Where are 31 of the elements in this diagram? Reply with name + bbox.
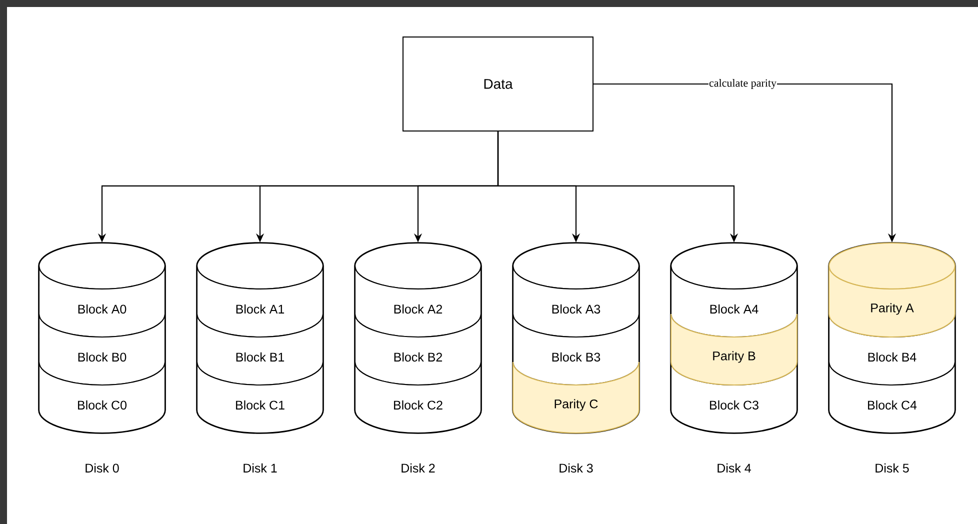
disk-cylinder bbox=[828, 242, 956, 434]
disk-label: Disk 5 bbox=[876, 463, 909, 473]
disk-segment: Block C2 bbox=[354, 362, 482, 434]
disk-segment: Parity A bbox=[828, 265, 956, 338]
disk-segment: Parity B bbox=[670, 313, 798, 386]
disk-cylinder bbox=[670, 242, 798, 434]
disk-cylinder bbox=[354, 242, 482, 434]
disk-segment: Block A3 bbox=[512, 265, 640, 338]
disk-segment: Block A1 bbox=[196, 265, 324, 338]
disk-segment: Block C1 bbox=[196, 362, 324, 434]
disk-label: Disk 4 bbox=[718, 463, 751, 473]
process-box: Data bbox=[402, 36, 594, 132]
disk-segment: Block B1 bbox=[196, 313, 324, 386]
disk-cylinder bbox=[38, 242, 166, 434]
disk-segment: Parity C bbox=[512, 362, 640, 434]
disk-segment: Block B2 bbox=[354, 313, 482, 386]
disk-segment: Block B0 bbox=[38, 313, 166, 386]
disk-label: Disk 2 bbox=[402, 463, 435, 473]
disk-label: Disk 0 bbox=[86, 463, 119, 473]
disk-label: Disk 1 bbox=[244, 463, 277, 473]
disk-cylinder bbox=[512, 242, 640, 434]
disk-segment: Block A0 bbox=[38, 265, 166, 338]
edge-label: calculate parity bbox=[709, 79, 776, 89]
disk-segment: Block C4 bbox=[828, 362, 956, 434]
disk-label: Disk 3 bbox=[560, 463, 593, 473]
disk-segment: Block C0 bbox=[38, 362, 166, 434]
disk-segment: Block B3 bbox=[512, 313, 640, 386]
disk-segment: Block A2 bbox=[354, 265, 482, 338]
disk-segment: Block A4 bbox=[670, 265, 798, 338]
disk-cylinder bbox=[196, 242, 324, 434]
disk-segment: Block C3 bbox=[670, 362, 798, 434]
